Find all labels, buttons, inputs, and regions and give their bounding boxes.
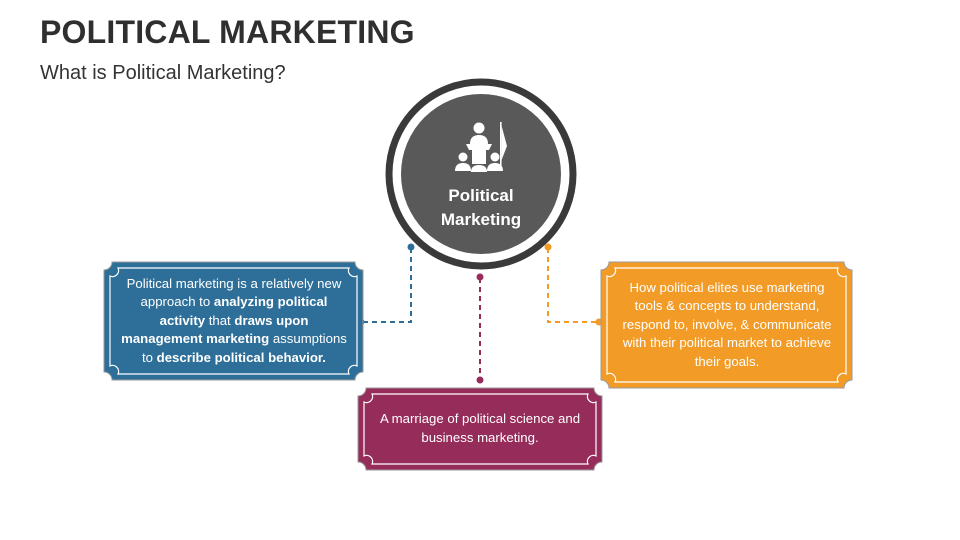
connector-left <box>357 243 415 326</box>
definition-box-right <box>600 261 853 389</box>
left-text-2: that <box>205 312 235 328</box>
right-text: How political elites use marketing tools… <box>622 279 832 369</box>
definition-box-middle <box>357 387 603 471</box>
left-bold-1: analyzing political activity <box>159 294 328 328</box>
right-box-text: How political elites use marketing tools… <box>614 270 840 380</box>
left-text-3: assumptions to <box>142 331 347 365</box>
connector-middle <box>476 273 484 384</box>
connector-right <box>544 243 603 326</box>
left-bold-2: draws upon management marketing <box>121 312 309 347</box>
definition-box-left <box>103 261 364 381</box>
speaker-at-podium-icon <box>455 122 507 172</box>
page-subtitle: What is Political Marketing? <box>40 62 286 84</box>
left-box-text: Political marketing is a relatively new … <box>118 270 350 372</box>
middle-text: A marriage of political science and busi… <box>379 411 581 445</box>
left-bold-3: describe political behavior. <box>156 349 326 365</box>
page-title: POLITICAL MARKETING <box>40 14 415 50</box>
center-label-line2: Marketing <box>440 210 522 229</box>
center-label: Political Marketing <box>414 184 548 232</box>
center-circle <box>385 78 577 270</box>
left-text-1: Political marketing is a relatively new … <box>126 275 342 310</box>
middle-box-text: A marriage of political science and busi… <box>372 396 588 462</box>
center-label-line1: Political <box>448 186 514 205</box>
